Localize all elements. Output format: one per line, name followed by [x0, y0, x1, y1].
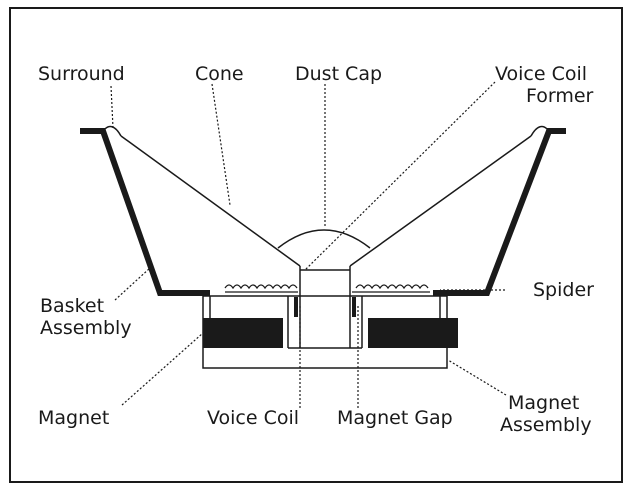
leader-lines — [110, 81, 507, 408]
label-spider: Spider — [533, 279, 594, 301]
surround — [102, 125, 550, 137]
label-voice-coil: Voice Coil — [207, 407, 300, 429]
label-magnet-assembly-line1: Magnet — [508, 392, 580, 414]
label-cone: Cone — [195, 63, 244, 85]
label-dust-cap: Dust Cap — [295, 63, 383, 85]
cone — [120, 135, 532, 267]
label-magnet-assembly-line2: Assembly — [500, 414, 592, 436]
label-basket-assembly-line2: Assembly — [40, 317, 132, 339]
dust-cap — [277, 229, 371, 249]
label-magnet-gap: Magnet Gap — [337, 407, 453, 429]
label-voice-coil-former-line1: Voice Coil — [495, 63, 588, 85]
label-surround: Surround — [38, 63, 125, 85]
magnet — [203, 318, 458, 348]
label-voice-coil-former-line2: Former — [526, 85, 594, 107]
label-basket-assembly-line1: Basket — [40, 295, 105, 317]
spider — [224, 284, 430, 293]
voice-coil-former — [299, 266, 351, 348]
label-magnet: Magnet — [38, 407, 110, 429]
voice-coil — [294, 297, 356, 317]
frame-border — [9, 7, 623, 483]
basket-assembly — [80, 128, 566, 296]
